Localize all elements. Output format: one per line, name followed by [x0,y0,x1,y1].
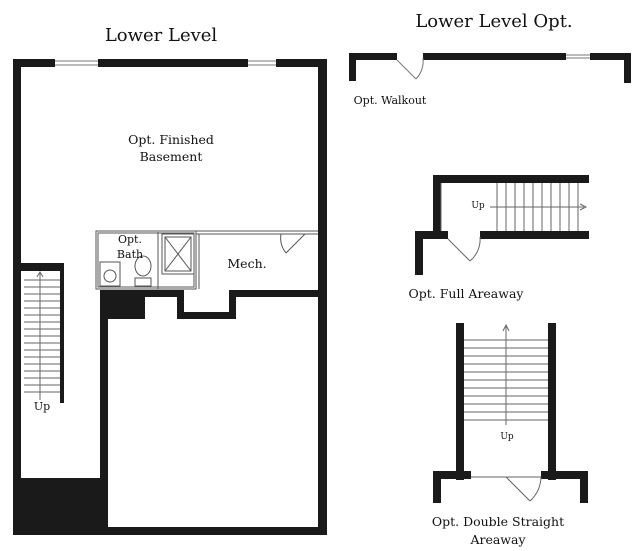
stair-arrow-icon [36,271,44,278]
finished-basement-label: Opt. Finished [128,132,214,147]
areaway-arrow-icon [579,203,588,211]
walkout-label: Opt. Walkout [354,94,427,107]
double-straight-label-2: Areaway [469,532,526,547]
full-areaway-option: Up Opt. Full Areaway [409,175,589,301]
finished-basement-label-2: Basement [140,149,203,164]
windows [55,60,276,66]
walkout-option: Opt. Walkout [349,53,631,107]
mech-label: Mech. [227,256,266,271]
double-straight-areaway-option: Up Opt. Double Straight Areaway [432,323,588,547]
double-straight-label: Opt. Double Straight [432,514,564,529]
exterior-walls [13,59,327,535]
main-stairs [21,263,64,403]
interior-walls [21,290,321,530]
double-straight-up-label: Up [500,432,514,442]
lower-level-plan: Lower Level Opt. Finished Basement Opt. … [13,25,327,535]
lower-level-title: Lower Level [105,25,218,46]
bath-label-2: Bath [117,248,143,261]
bath-mech-partitions [95,230,318,290]
double-areaway-arrow-icon [502,323,510,332]
lower-level-opt-title: Lower Level Opt. [415,11,572,32]
bath-fixtures [99,233,195,287]
full-areaway-up-label: Up [471,201,485,211]
stair-up-label: Up [34,400,50,413]
bath-label: Opt. [118,233,142,246]
full-areaway-label: Opt. Full Areaway [409,286,525,301]
